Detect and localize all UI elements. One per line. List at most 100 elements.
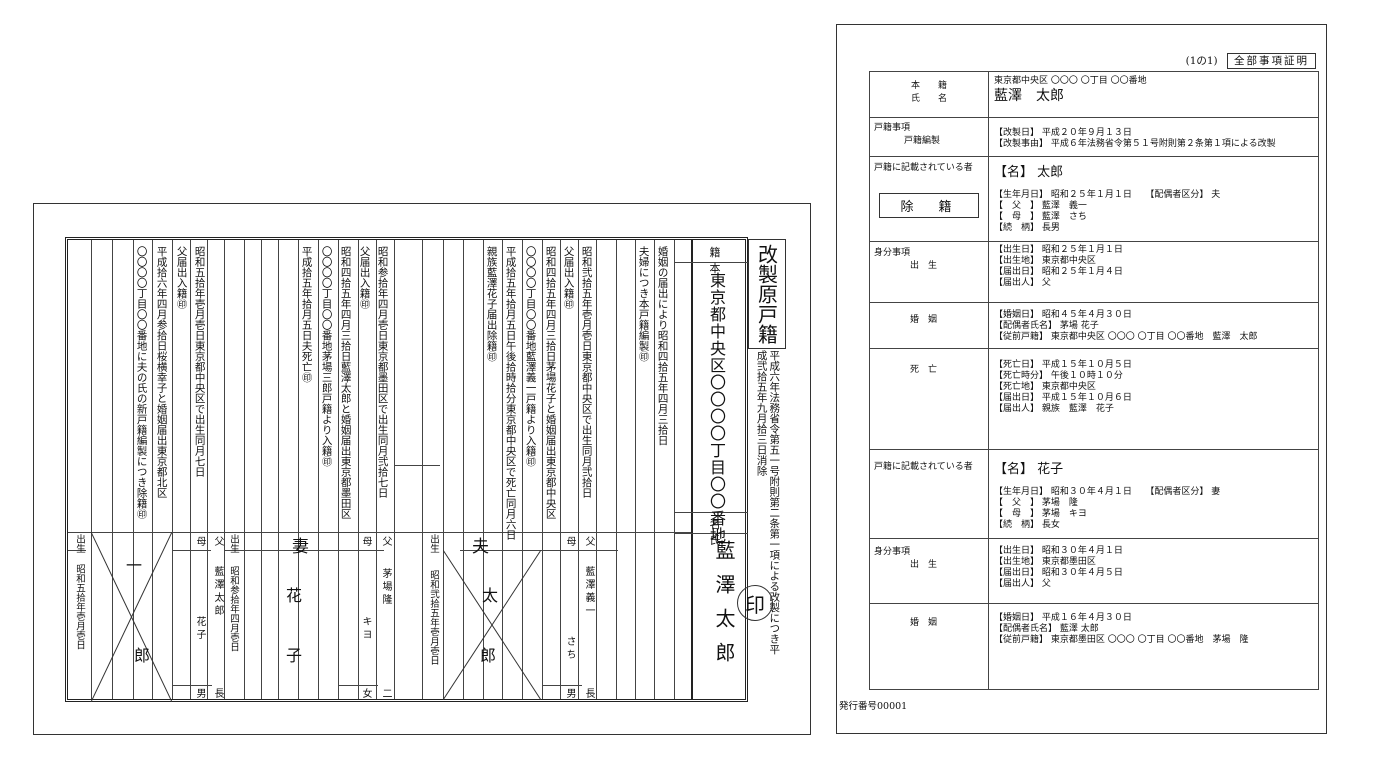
name-label: 氏 名 <box>910 94 947 104</box>
person-1-name: 【名】 太郎 <box>994 165 1064 180</box>
page-number: (1の1) <box>1185 55 1218 67</box>
person-2-mother: 【 母 】 茅場 キヨ <box>994 509 1087 519</box>
p1-death-time: 【死亡時分】 午後１０時１０分 <box>994 371 1123 381</box>
taro-entry-1: 昭和弐拾五年壱月壱日東京都中央区で出生同月弐拾日 <box>580 246 593 498</box>
taro-entry-3: 昭和四拾五年四月三拾日茅場花子と婚姻届出東京都中央区 <box>544 246 557 519</box>
name-header: 名 氏 <box>709 518 752 547</box>
koseki-hensei-label: 戸籍編製 <box>904 136 941 146</box>
hanako-entry-1: 昭和参拾年四月壱日東京都墨田区で出生同月弐拾七日 <box>376 246 389 498</box>
hanako-birth: 昭和参拾年四月壱日 <box>228 566 239 652</box>
hanako-entry-5: 平成拾五年拾月五日夫死亡㊞ <box>300 246 313 383</box>
taro-birth-label: 出生 <box>428 534 439 553</box>
p1-death-date: 【死亡日】 平成１５年１０月５日 <box>994 360 1132 370</box>
taro-sex: 男 <box>564 688 575 698</box>
honseki-value: 東京都中央区 〇〇〇 〇丁目 〇〇番地 <box>994 76 1147 86</box>
head-of-household-name: 藍澤太郎 <box>712 540 736 676</box>
head-entry-2: 夫婦につき本戸籍編製㊞ <box>637 246 650 362</box>
document-title: 改製原戸籍 <box>748 239 786 349</box>
person-2-relation: 【続 柄】 長女 <box>994 520 1060 530</box>
ichiro-entry-3: 平成拾六年四月参拾日桜横幸子と婚姻届出東京都北区 <box>155 246 168 498</box>
person-1-status-label: 身分事項 <box>874 248 911 258</box>
ichiro-entry-4: 〇〇〇〇丁目〇〇番地に夫の氏の新戸籍編製につき除籍㊞ <box>135 246 148 519</box>
ichiro-entry-1: 昭和五拾年壱月壱日東京都中央区で出生同月七日 <box>193 246 206 477</box>
ichiro-birth-label: 出生 <box>74 534 85 553</box>
hanako-mother-label: 母 <box>360 536 371 546</box>
person-2-birth-event: 出 生 <box>910 560 938 570</box>
p1-death-report-date: 【届出日】 平成１５年１０月６日 <box>994 393 1132 403</box>
hanako-entry-4: 〇〇〇〇丁目〇〇番地茅場三郎戸籍より入籍㊞ <box>320 246 333 467</box>
honseki-row: 本 籍 氏 名 東京都中央区 〇〇〇 〇丁目 〇〇番地 藍澤 太郎 <box>869 71 1319 118</box>
ichiro-sex: 男 <box>194 688 205 698</box>
hanako-father: 茅場隆 <box>380 568 391 607</box>
person-1-row: 戸籍に記載されている者 除 籍 【名】 太郎 【生年月日】 昭和２５年１月１日 … <box>869 156 1319 242</box>
p1-death-place: 【死亡地】 東京都中央区 <box>994 382 1096 392</box>
taro-name-1: 太 <box>482 586 499 605</box>
ichiro-birth: 昭和五拾年壱月壱日 <box>74 564 85 650</box>
ichiro-father: 藍澤太郎 <box>212 566 223 618</box>
person-2-marriage-row: 婚 姻 【婚姻日】 平成１６年４月３０日 【配偶者氏名】 藍澤 太郎 【従前戸籍… <box>869 603 1319 690</box>
taro-father-label: 父 <box>583 536 594 546</box>
taro-entry-4: 〇〇〇〇丁目〇〇番地藍澤義一戸籍より入籍㊞ <box>524 246 537 467</box>
p1-reporter: 【届出人】 父 <box>994 278 1051 288</box>
taro-mother-label: 母 <box>564 536 575 546</box>
taro-birth: 昭和弐拾五年壱月壱日 <box>428 570 439 665</box>
title-note: 平成六年法務省令第五一号附則第二条第一項による改製につき平成弐拾五年九月拾三日消… <box>755 350 781 655</box>
p2-reporter: 【届出人】 父 <box>994 579 1051 589</box>
person-1-relation: 【続 柄】 長男 <box>994 223 1060 233</box>
p1-prior-koseki: 【従前戸籍】 東京都中央区 〇〇〇 〇丁目 〇〇番地 藍澤 太郎 <box>994 332 1258 342</box>
person-2-birth: 【生年月日】 昭和３０年４月１日 【配偶者区分】 妻 <box>994 487 1221 497</box>
hanako-mother: キヨ <box>360 616 371 642</box>
p2-birth-place: 【出生地】 東京都墨田区 <box>994 557 1096 567</box>
person-1-birth: 【生年月日】 昭和２５年１月１日 【配偶者区分】 夫 <box>994 190 1221 200</box>
p1-birth-place: 【出生地】 東京都中央区 <box>994 256 1096 266</box>
hanako-relation: 二 <box>380 688 391 698</box>
hanako-role: 妻 <box>292 537 309 557</box>
person-1-father: 【 父 】 藍澤 義一 <box>994 201 1087 211</box>
person-1-label: 戸籍に記載されている者 <box>874 163 973 173</box>
person-2-label: 戸籍に記載されている者 <box>870 449 989 538</box>
hanako-name-1: 花 <box>286 586 303 605</box>
taro-mother: さち <box>564 636 575 662</box>
honseki-header: 籍 本 <box>709 246 752 275</box>
koseki-frame: 籍 本 東京都中央区〇〇〇〇丁目〇〇番地 名 氏 藍澤太郎 婚姻の届出により昭和… <box>65 237 748 702</box>
ichiro-mother: 花子 <box>194 616 205 642</box>
p2-report-date: 【届出日】 昭和３０年４月５日 <box>994 568 1123 578</box>
honseki-label: 本 籍 <box>910 81 947 91</box>
page-info: (1の1) 全部事項証明 <box>1185 53 1316 69</box>
person-1-birth-event: 出 生 <box>910 261 938 271</box>
hanako-name-2: 子 <box>286 646 303 665</box>
person-2-row: 戸籍に記載されている者 【名】 花子 【生年月日】 昭和３０年４月１日 【配偶者… <box>869 449 1319 539</box>
ichiro-relation: 長 <box>212 688 223 698</box>
p2-prior-koseki: 【従前戸籍】 東京都墨田区 〇〇〇 〇丁目 〇〇番地 茅場 隆 <box>994 635 1249 645</box>
person-2-name: 【名】 花子 <box>994 462 1064 477</box>
honseki-address: 東京都中央区〇〇〇〇丁目〇〇番地 <box>707 272 726 544</box>
p1-marriage-date: 【婚姻日】 昭和４５年４月３０日 <box>994 310 1132 320</box>
p1-report-date: 【届出日】 昭和２５年１月４日 <box>994 267 1123 277</box>
hanako-father-label: 父 <box>380 536 391 546</box>
taro-entry-2: 父届出入籍㊞ <box>562 246 575 309</box>
p1-birth-date: 【出生日】 昭和２５年１月１日 <box>994 245 1123 255</box>
person-2-status-birth-row: 身分事項 出 生 【出生日】 昭和３０年４月１日 【出生地】 東京都墨田区 【届… <box>869 538 1319 604</box>
p2-marriage-date: 【婚姻日】 平成１６年４月３０日 <box>994 613 1132 623</box>
taro-role: 夫 <box>472 537 489 557</box>
koseki-jiko-label: 戸籍事項 <box>874 123 911 133</box>
hanako-entry-2: 父届出入籍㊞ <box>358 246 371 309</box>
person-1-status-birth-row: 身分事項 出 生 【出生日】 昭和２５年１月１日 【出生地】 東京都中央区 【届… <box>869 241 1319 303</box>
taro-entry-6: 親族藍澤花子届出除籍㊞ <box>485 246 498 362</box>
p1-death-reporter: 【届出人】 親族 藍澤 花子 <box>994 404 1114 414</box>
ichiro-father-label: 父 <box>212 536 223 546</box>
taro-relation: 長 <box>583 688 594 698</box>
certificate-document: (1の1) 全部事項証明 本 籍 氏 名 東京都中央区 〇〇〇 〇丁目 〇〇番地… <box>836 24 1327 734</box>
person-1-marriage-row: 婚 姻 【婚姻日】 昭和４５年４月３０日 【配偶者氏名】 茅場 花子 【従前戸籍… <box>869 302 1319 349</box>
person-2-status-label: 身分事項 <box>874 547 911 557</box>
p2-birth-date: 【出生日】 昭和３０年４月１日 <box>994 546 1123 556</box>
ichiro-name-2: 郎 <box>134 646 151 665</box>
name-value: 藍澤 太郎 <box>994 88 1064 104</box>
hanako-birth-label: 出生 <box>228 534 239 553</box>
taro-name-2: 郎 <box>480 646 497 665</box>
head-entry-1: 婚姻の届出により昭和四拾五年四月三拾日 <box>656 246 669 446</box>
strike-mark-ichiro <box>91 532 172 702</box>
certificate-type: 全部事項証明 <box>1227 53 1316 69</box>
p1-spouse-name: 【配偶者氏名】 茅場 花子 <box>994 321 1099 331</box>
ichiro-mother-label: 母 <box>194 536 205 546</box>
